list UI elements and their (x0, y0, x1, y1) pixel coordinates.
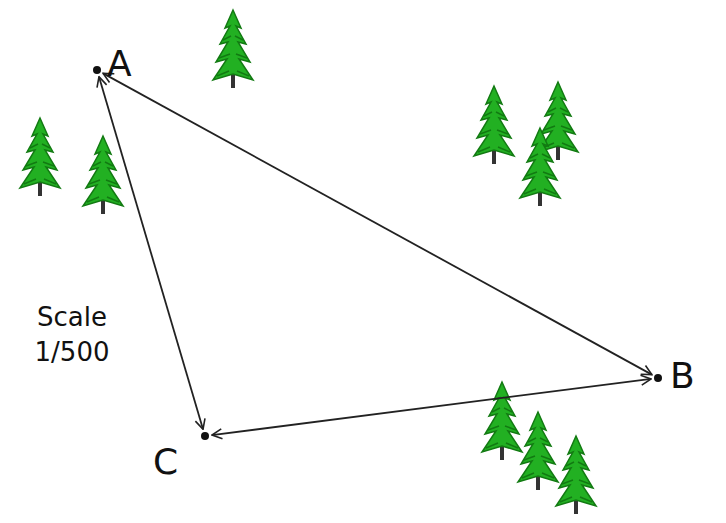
distance-arrow (212, 379, 651, 435)
tree (520, 128, 560, 206)
tree (83, 136, 123, 214)
survey-point: A (93, 66, 101, 74)
tree (556, 436, 596, 514)
tree (213, 10, 253, 88)
point-label: A (107, 46, 132, 82)
survey-point: B (654, 374, 662, 382)
tree (518, 412, 558, 490)
tree (474, 86, 514, 164)
scale-note: Scale 1/500 (22, 300, 122, 370)
distance-arrow (99, 77, 203, 430)
point-label: B (670, 358, 695, 394)
tree (20, 118, 60, 196)
distance-arrow (103, 73, 652, 374)
tree (482, 382, 522, 460)
survey-point: C (201, 432, 209, 440)
point-label: C (153, 444, 178, 480)
